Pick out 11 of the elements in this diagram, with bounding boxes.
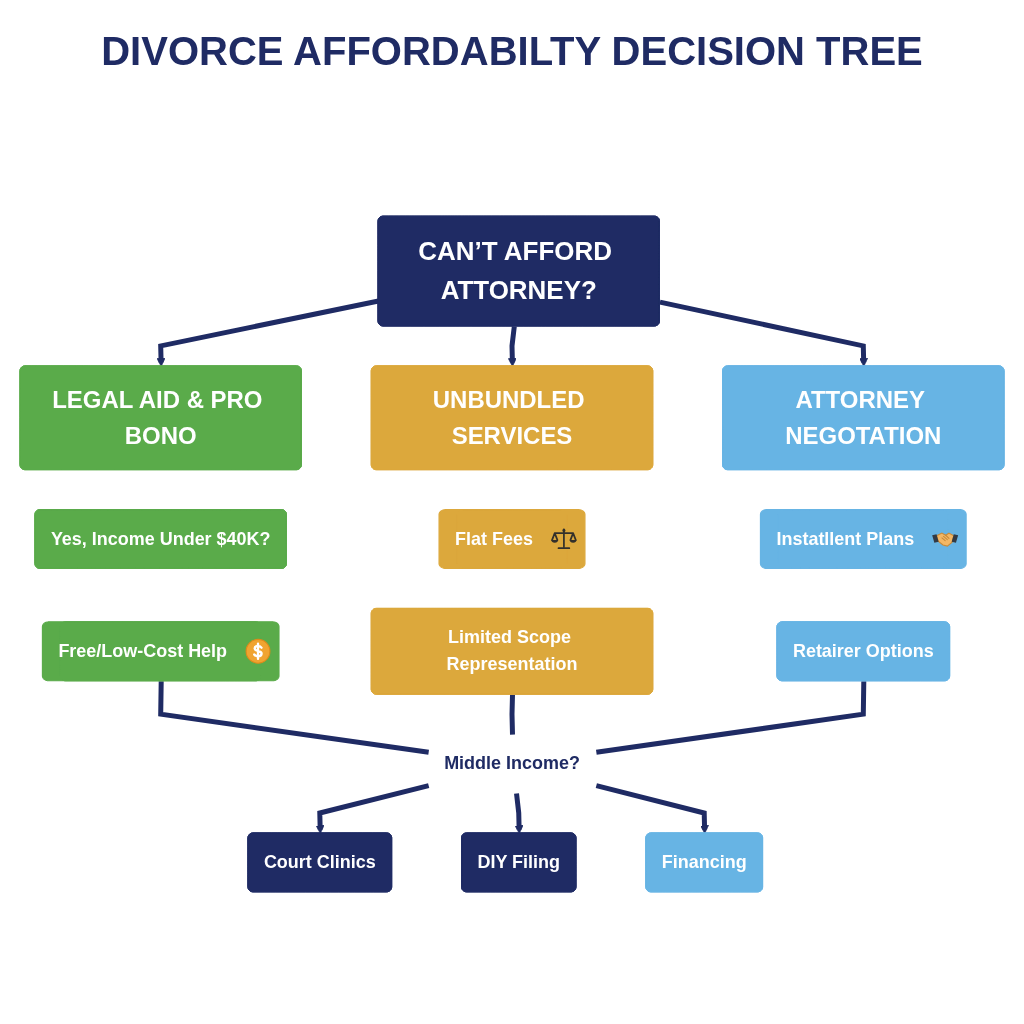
arrow xyxy=(315,783,430,834)
connector xyxy=(509,694,515,735)
arrow xyxy=(156,298,380,367)
node-text: Middle Income? xyxy=(444,753,580,774)
arrow xyxy=(514,793,524,834)
title: DIVORCE AFFORDABILTY DECISION TREE xyxy=(100,28,924,74)
arrow xyxy=(659,299,868,367)
connector xyxy=(158,681,429,755)
arrow xyxy=(507,326,517,367)
connector xyxy=(596,681,867,755)
arrow xyxy=(595,783,709,834)
